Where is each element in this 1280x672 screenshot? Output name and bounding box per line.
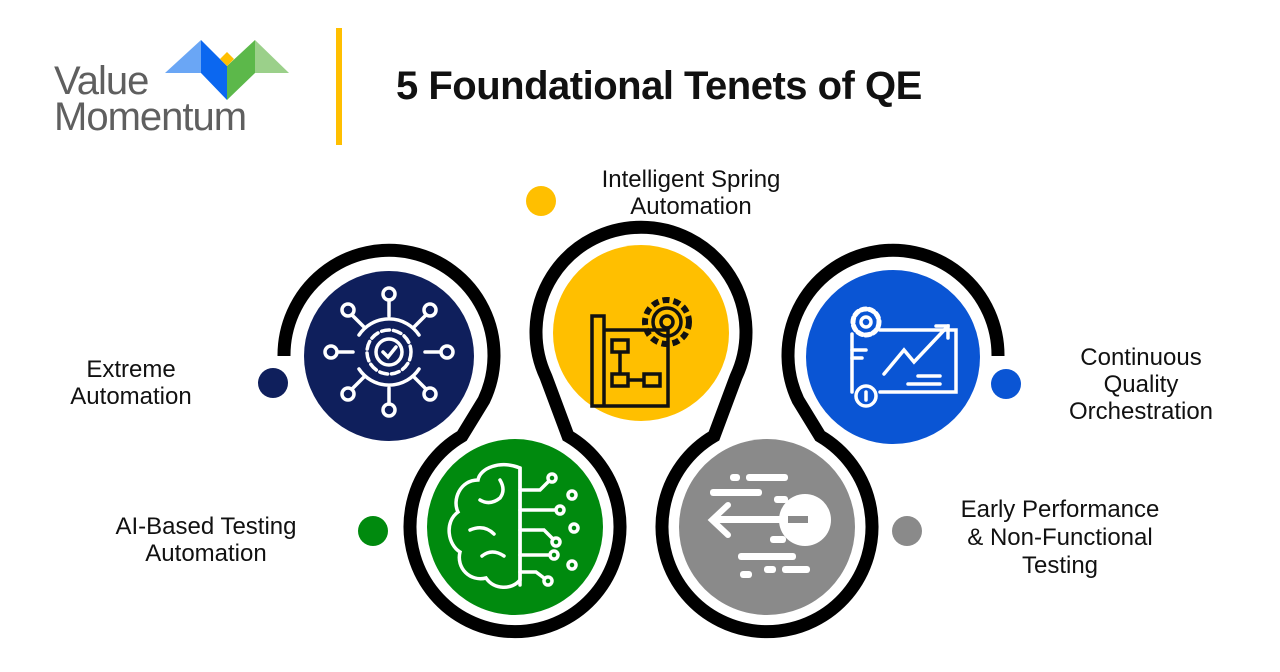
label-line: & Non-Functional: [967, 524, 1153, 551]
label-line: Early Performance: [960, 496, 1160, 523]
tenet-label-extreme-automation: Extreme Automation: [70, 356, 191, 410]
tenet-label-ai-testing: AI-Based Testing Automation: [116, 513, 297, 567]
label-line: Automation: [145, 540, 267, 567]
label-line: Orchestration: [1068, 398, 1214, 425]
gear-network-icon: [323, 286, 455, 418]
label-line: Continuous: [1080, 344, 1202, 371]
header-divider: [336, 28, 342, 145]
speed-arrow-icon: [707, 474, 831, 578]
logo-text-value: Value: [54, 59, 149, 103]
label-line: Extreme: [86, 356, 176, 383]
tenet-label-intelligent-spring: Intelligent Spring Automation: [602, 166, 781, 220]
bullet-dot-performance: [892, 516, 922, 546]
connector-track: [277, 220, 1005, 639]
label-line: Quality: [1103, 371, 1179, 398]
label-line: Automation: [70, 383, 192, 410]
tenet-circle-intelligent-spring: [553, 245, 729, 421]
bullet-dot-ai: [358, 516, 388, 546]
label-line: Automation: [630, 193, 752, 220]
tenet-label-continuous-quality: Continuous Quality Orchestration: [1069, 344, 1213, 425]
tenet-circle-ai-testing: [427, 439, 603, 615]
growth-chart-icon: [850, 306, 958, 408]
logo-text-momentum: Momentum: [54, 95, 247, 139]
page-title: 5 Foundational Tenets of QE: [396, 64, 922, 108]
bullet-dot-spring: [526, 186, 556, 216]
bullet-dot-continuous: [991, 369, 1021, 399]
label-line: AI-Based Testing: [115, 513, 297, 540]
label-line: Testing: [1021, 552, 1099, 579]
bullet-dot-extreme: [258, 368, 288, 398]
tenet-label-early-performance: Early Performance & Non-Functional Testi…: [961, 496, 1160, 580]
blueprint-gear-icon: [590, 297, 692, 408]
tenet-circle-continuous-quality: [806, 270, 980, 444]
brain-circuit-icon: [447, 463, 580, 589]
tenet-circle-early-performance: [679, 439, 855, 615]
logo-mark-icon: [165, 40, 289, 100]
label-line: Intelligent Spring: [601, 166, 781, 193]
